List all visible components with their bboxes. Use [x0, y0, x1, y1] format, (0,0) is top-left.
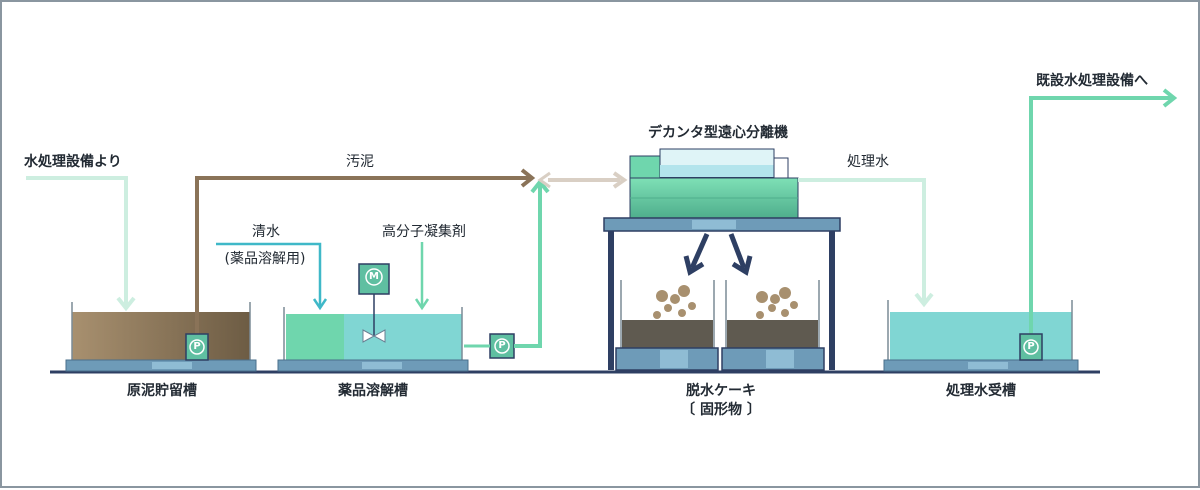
treated-water-tank — [883, 300, 1079, 372]
cake-title-label: 脱水ケーキ — [686, 383, 756, 399]
chemical-pump-label: P — [498, 340, 506, 351]
chemical-feed-arrowhead — [530, 178, 550, 194]
treated-tank-pump-label: P — [1027, 341, 1035, 352]
raw-sludge-tank-label: 原泥貯留槽 — [127, 383, 197, 399]
sludge-arrowhead — [520, 168, 536, 188]
raw-tank-pump-label: P — [193, 341, 201, 352]
raw-tank-pump — [185, 333, 209, 361]
polymer-arrowhead — [414, 298, 430, 311]
chemical-tank — [277, 307, 469, 372]
source-in-label: 水処理設備より — [24, 154, 122, 170]
treated-tank-label: 処理水受槽 — [946, 383, 1016, 399]
raw-sludge-tank — [65, 302, 257, 372]
mixed-feed-tail — [537, 171, 551, 189]
incoming-water-line — [26, 176, 128, 306]
sludge-line-label: 汚泥 — [346, 154, 374, 170]
chemical-feed-line — [514, 184, 542, 348]
clean-water-note: (薬品溶解用) — [224, 251, 306, 267]
outgoing-line — [1029, 96, 1172, 334]
clean-water-line — [216, 242, 322, 306]
decanter-label: デカンタ型遠心分離機 — [648, 125, 788, 141]
outgoing-arrowhead — [1162, 88, 1178, 108]
cake-note-label: 〔 固形物 〕 — [681, 402, 761, 418]
treated-tank-pump — [1019, 333, 1043, 361]
sludge-line — [195, 176, 530, 334]
mixer-motor-label: M — [369, 271, 379, 282]
treated-water-arrowhead — [914, 292, 934, 308]
clean-water-label: 清水 — [252, 224, 280, 240]
cake-bin-right — [721, 280, 825, 371]
incoming-water-arrowhead — [116, 296, 136, 312]
mixed-feed-arrowhead — [612, 171, 628, 189]
treated-water-line-label: 処理水 — [847, 154, 889, 170]
treated-water-line — [798, 178, 926, 302]
chemical-tank-label: 薬品溶解槽 — [338, 383, 408, 399]
cake-bin-left — [615, 280, 719, 371]
polymer-label: 高分子凝集剤 — [382, 224, 466, 240]
cake-discharge-arrows — [683, 232, 753, 276]
mixer-motor — [358, 263, 390, 343]
clean-water-arrowhead — [312, 298, 328, 311]
decanter-centrifuge — [629, 148, 799, 219]
to-existing-label: 既設水処理設備へ — [1036, 73, 1148, 89]
decanter-frame — [603, 217, 841, 370]
